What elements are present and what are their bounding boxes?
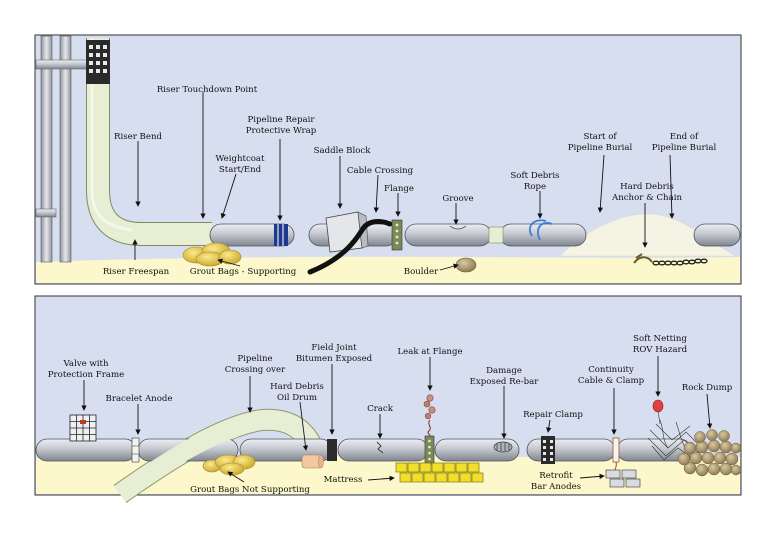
label-groove: Groove [442, 194, 473, 204]
label-hard-debris-drum: Oil Drum [277, 393, 317, 403]
continuity-clamp [612, 437, 620, 463]
platform-brace [35, 59, 89, 70]
exposed-rebar [493, 441, 513, 453]
platform-brace [35, 208, 57, 218]
label-riser-bend: Riser Bend [114, 132, 162, 142]
label-soft-netting: ROV Hazard [633, 345, 688, 355]
label-end-burial: Pipeline Burial [652, 143, 717, 153]
label-start-burial: Pipeline Burial [568, 143, 633, 153]
label-weightcoat: Start/End [219, 165, 262, 175]
label-repair-wrap: Pipeline Repair [247, 115, 315, 125]
label-pipeline-crossing: Pipeline [237, 354, 272, 364]
label-riser-touchdown: Riser Touchdown Point [157, 85, 258, 95]
label-rock-dump: Rock Dump [682, 383, 733, 393]
netting-float [652, 399, 664, 413]
platform-leg [59, 35, 72, 263]
label-valve: Protection Frame [48, 370, 125, 380]
label-damage: Damage [486, 366, 522, 376]
label-riser-freespan: Riser Freespan [103, 267, 170, 277]
label-repair-clamp: Repair Clamp [523, 410, 583, 420]
label-field-joint: Bitumen Exposed [296, 354, 373, 364]
label-weightcoat: Weightcoat [215, 154, 265, 164]
platform-leg [40, 35, 53, 263]
label-hard-debris-drum: Hard Debris [270, 382, 324, 392]
label-continuity: Cable & Clamp [578, 376, 645, 386]
label-flange: Flange [384, 184, 414, 194]
label-soft-debris: Soft Debris [510, 171, 559, 181]
valve-protection-frame [69, 414, 97, 442]
label-continuity: Continuity [588, 365, 634, 375]
label-soft-netting: Soft Netting [633, 334, 687, 344]
mattress [395, 462, 484, 483]
flange [391, 219, 403, 251]
bottom-panel: Valve with Protection Frame Bracelet Ano… [34, 295, 742, 503]
grout-bags-not-supporting [202, 454, 256, 476]
label-field-joint: Field Joint [311, 343, 357, 353]
grout-bags-supporting [182, 242, 242, 267]
label-damage: Exposed Re-bar [470, 377, 540, 387]
label-repair-wrap: Protective Wrap [246, 126, 317, 136]
crossing-cable [307, 219, 393, 275]
field-joint-bitumen [327, 439, 337, 461]
label-retrofit: Bar Anodes [531, 482, 581, 492]
label-soft-debris: Rope [524, 182, 546, 192]
label-valve: Valve with [62, 359, 109, 369]
retrofit-bar-anodes [605, 469, 641, 488]
rock-dump [677, 429, 742, 477]
groove-mark [449, 225, 467, 230]
label-boulder: Boulder [404, 267, 439, 277]
label-pipeline-crossing: Crossing over [225, 365, 286, 375]
label-hard-debris-anchor: Hard Debris [620, 182, 674, 192]
label-start-burial: Start of [583, 132, 617, 142]
protective-wrap [274, 224, 288, 246]
label-saddle-block: Saddle Block [314, 146, 372, 156]
label-leak-flange: Leak at Flange [397, 347, 462, 357]
bracelet-anode [131, 437, 140, 463]
label-hard-debris-anchor: Anchor & Chain [611, 193, 682, 203]
soft-debris-rope [529, 219, 553, 241]
label-cable-crossing: Cable Crossing [347, 166, 414, 176]
label-grout-supporting: Grout Bags - Supporting [190, 267, 297, 277]
label-mattress: Mattress [324, 475, 363, 485]
label-grout-not-supporting: Grout Bags Not Supporting [190, 485, 310, 495]
top-panel: Riser Touchdown Point Riser Bend Pipelin… [34, 34, 742, 285]
anchor-and-chain [633, 253, 708, 266]
label-end-burial: End of [670, 132, 699, 142]
label-bracelet-anode: Bracelet Anode [106, 394, 173, 404]
saddle-block [325, 211, 363, 253]
leak-plume [423, 394, 436, 437]
boulder [455, 257, 477, 273]
label-retrofit: Retrofit [539, 471, 573, 481]
label-crack: Crack [367, 404, 394, 414]
crack-mark [376, 441, 384, 454]
